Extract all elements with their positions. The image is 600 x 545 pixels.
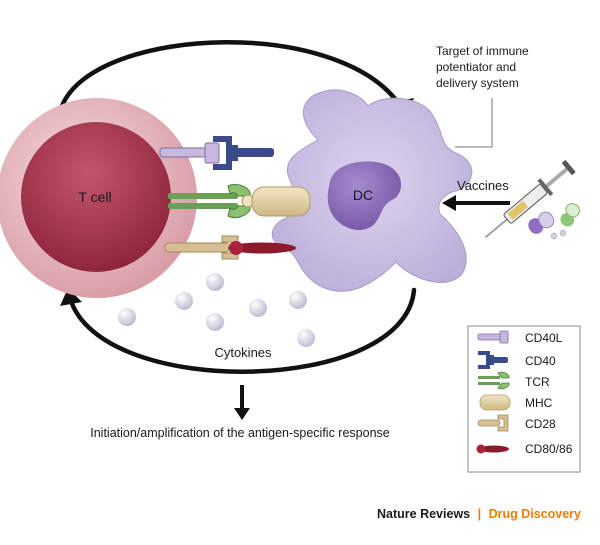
legend-item-mhc: MHC [479,394,553,411]
dc-nucleus [327,161,402,231]
target-note-line: delivery system [436,76,519,90]
cd28-cd80-pair [164,235,296,260]
top-feedback-arrow [59,40,407,115]
legend-label: CD40L [525,331,563,345]
t-cell: T cell [0,98,197,298]
cd40-icon [478,351,508,369]
legend-label: CD28 [525,417,556,431]
tcr-icon [478,371,510,390]
target-note-line: potentiator and [436,60,516,74]
publisher-name: Nature Reviews [377,507,470,521]
cd80-86-icon [476,444,509,454]
tcr-mhc-pair [168,183,311,219]
cd28-icon [477,414,509,432]
dendritic-cell: DC [271,89,473,292]
mhc-icon [479,394,511,411]
cytokines [118,273,315,347]
vaccines-label: Vaccines [457,178,509,193]
legend-item-cd28: CD28 [477,414,556,432]
cytokine-particle [289,291,307,309]
publisher-credit: Nature Reviews | Drug Discovery [377,507,581,521]
cytokine-particle [249,299,267,317]
initiation-label: Initiation/amplification of the antigen-… [90,426,390,440]
cd40l-cd40-pair [159,136,274,170]
cytokine-particle [297,329,315,347]
legend: CD40L CD40 TCR MHC [467,325,581,473]
cd40l-icon [477,330,509,344]
legend-label: TCR [525,375,550,389]
legend-item-cd40: CD40 [478,351,556,369]
legend-label: MHC [525,396,553,410]
bottom-feedback-arrow [67,287,417,374]
cytokine-particle [206,313,224,331]
initiation-arrow-head [234,408,250,420]
vaccines-arrow-head [442,195,456,211]
bottom-arrow-head [60,288,82,306]
credit-separator: | [478,507,482,521]
cytokines-label: Cytokines [214,345,272,360]
cytokine-particle [118,308,136,326]
legend-label: CD80/86 [525,442,573,456]
t-cell-label: T cell [78,189,111,205]
journal-name: Drug Discovery [489,507,581,521]
cytokine-particle [206,273,224,291]
svg-text:Target of immune potenti: Target of immune potentiator and deliver… [436,44,532,90]
target-note: Target of immune potentiator and deliver… [436,44,532,148]
dc-label: DC [353,187,373,203]
capsule-icon [528,203,581,240]
legend-item-cd8086: CD80/86 [476,442,573,456]
legend-item-tcr: TCR [478,371,550,390]
cytokine-particle [175,292,193,310]
target-note-line: Target of immune [436,44,529,58]
legend-item-cd40l: CD40L [477,330,563,345]
legend-label: CD40 [525,354,556,368]
syringe-icon [485,160,576,238]
